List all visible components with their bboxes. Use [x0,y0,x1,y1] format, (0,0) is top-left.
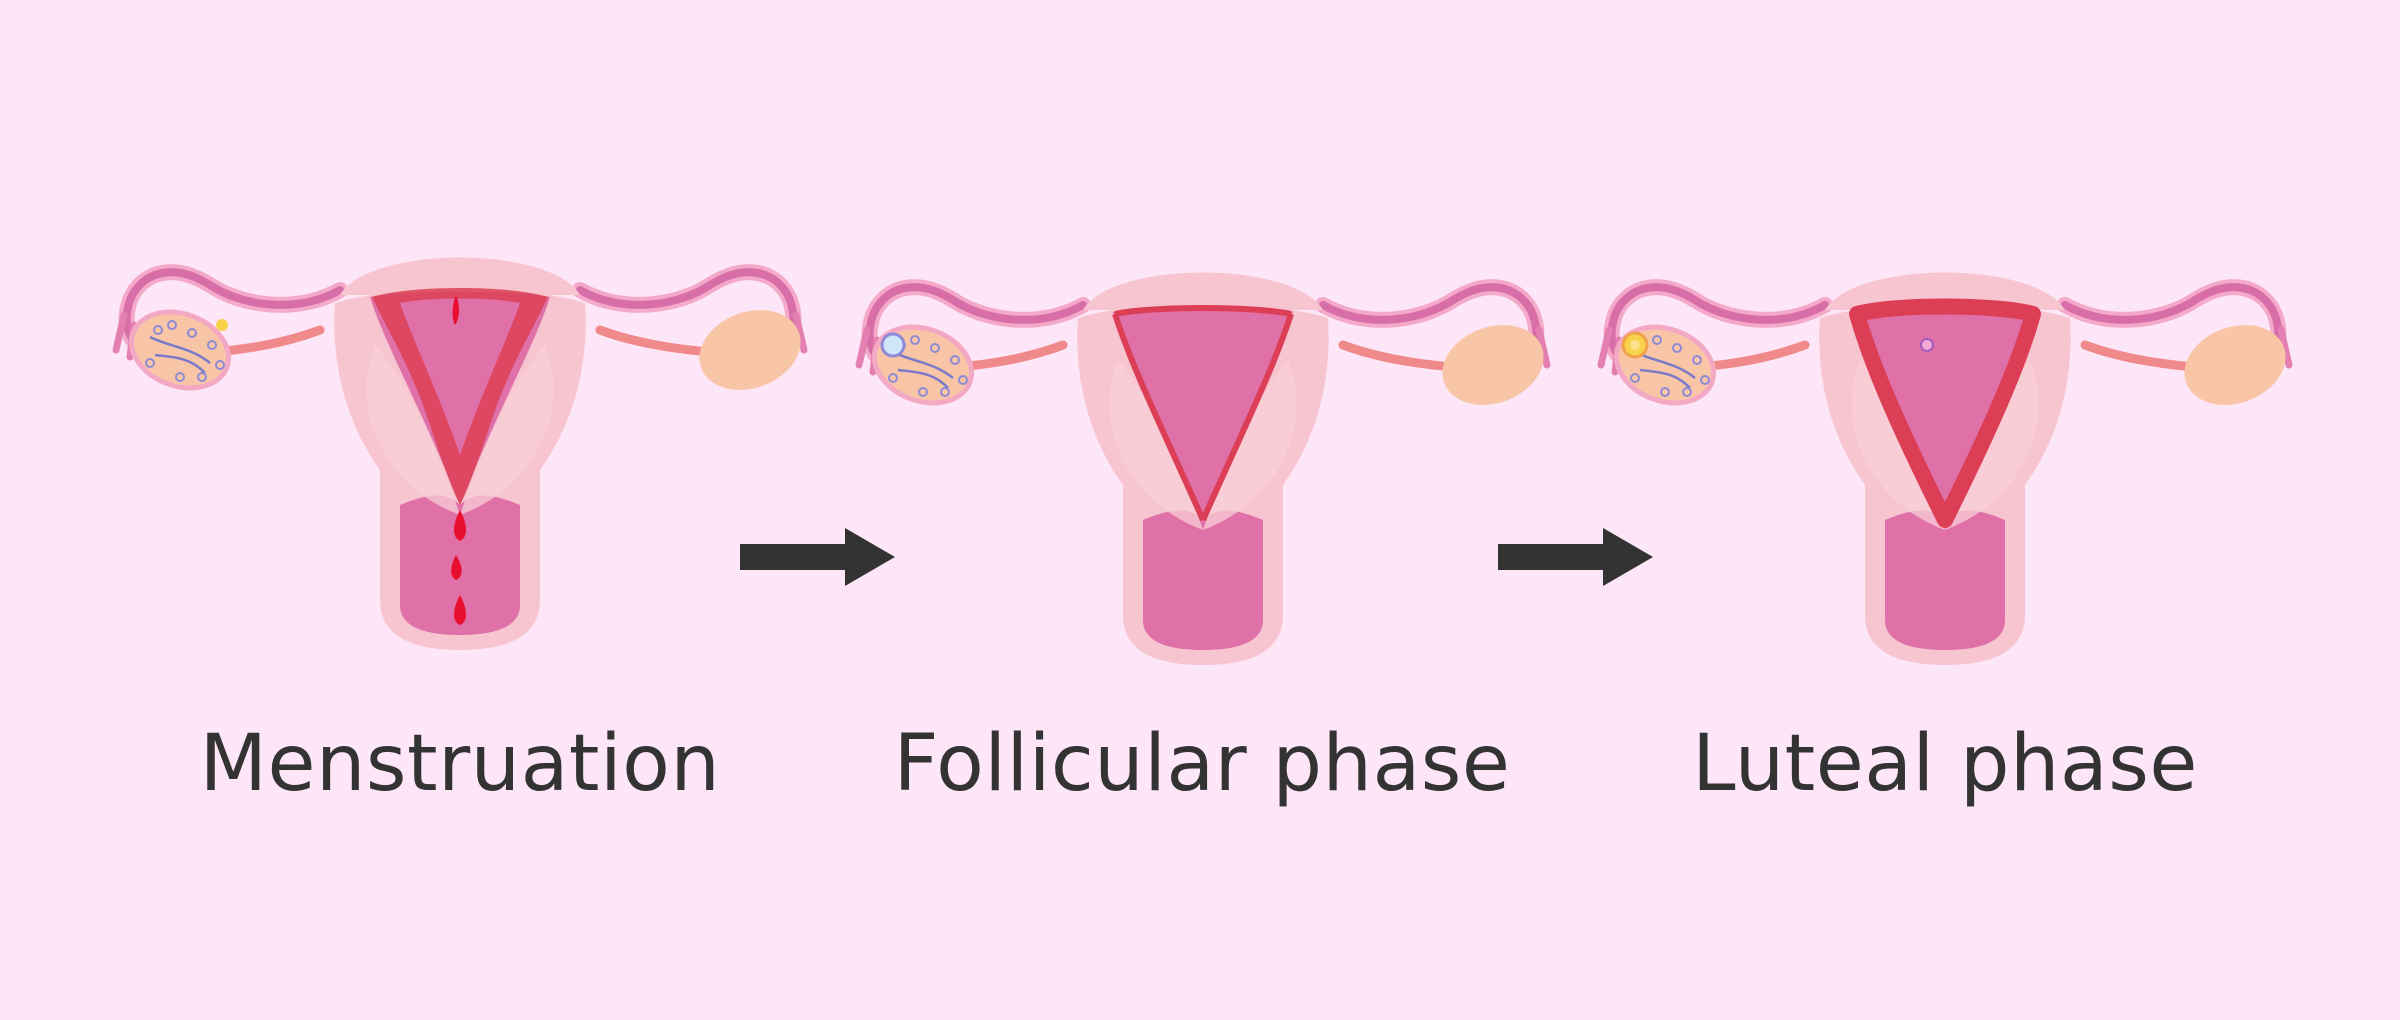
caption-follicular-phase: Follicular phase [893,719,1511,809]
arrow-right-icon [740,528,895,586]
uterus-menstruation-icon [116,258,812,651]
uterus-luteal-icon [1601,273,2297,666]
arrow-right-icon [1498,528,1653,586]
caption-menstruation: Menstruation [199,719,721,809]
caption-luteal-phase: Luteal phase [1692,719,2198,809]
uterus-follicular-icon [859,273,1555,666]
